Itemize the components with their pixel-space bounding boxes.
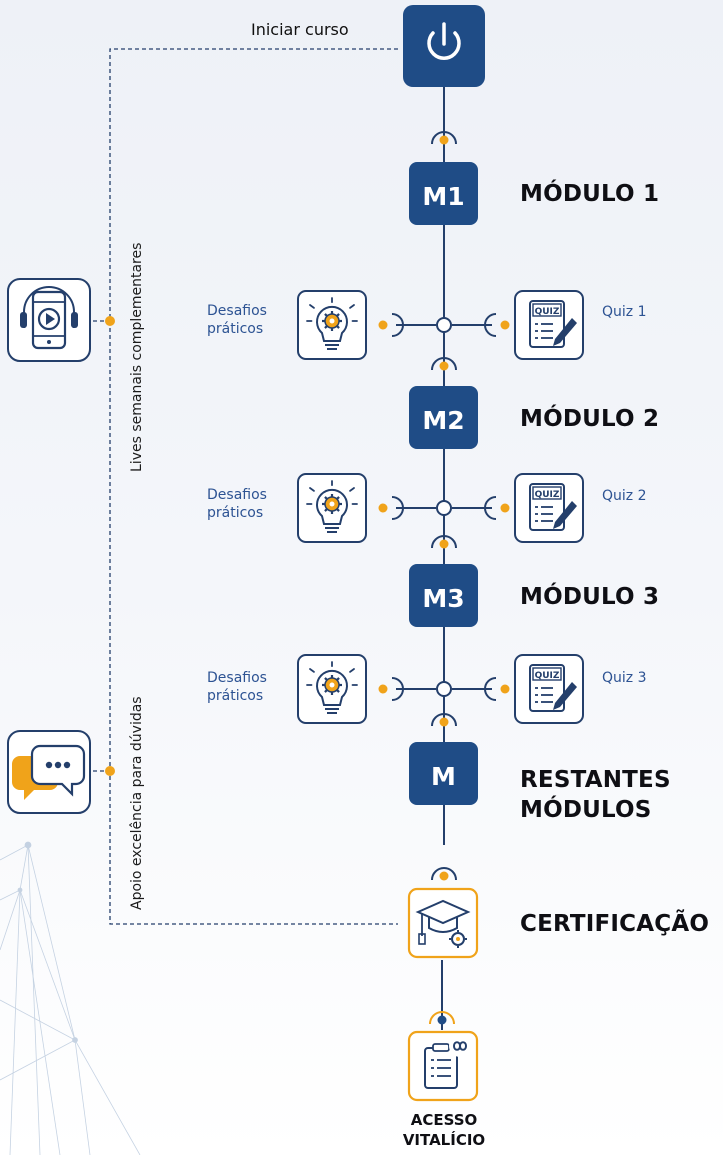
module-1-title: MÓDULO 1 bbox=[520, 181, 660, 207]
quiz-clipboard-icon: QUIZ bbox=[514, 290, 584, 360]
support-track-dashed bbox=[109, 48, 398, 925]
module-badge-4: M bbox=[409, 742, 478, 805]
challenge-label-1-line2: práticos bbox=[207, 321, 264, 337]
quiz-label-3: Quiz 3 bbox=[602, 670, 647, 686]
module-badge-3-text: M3 bbox=[422, 584, 464, 613]
chat-support-icon bbox=[7, 730, 91, 814]
quiz-label-2: Quiz 2 bbox=[602, 488, 647, 504]
challenge-label-1: Desafios práticos bbox=[207, 302, 267, 338]
socket-m2 bbox=[431, 357, 457, 371]
challenge-socket-dot bbox=[378, 320, 388, 330]
module-badge-1: M1 bbox=[409, 162, 478, 225]
row-center-node bbox=[436, 681, 452, 697]
challenge-socket bbox=[391, 496, 404, 520]
quiz-icon-text: QUIZ bbox=[535, 671, 560, 681]
challenge-label-3-line2: práticos bbox=[207, 688, 264, 704]
challenge-socket-dot bbox=[378, 684, 388, 694]
lives-vertical-label: Lives semanais complementares bbox=[129, 242, 145, 472]
module-badge-4-text: M bbox=[431, 762, 456, 791]
challenge-socket bbox=[391, 677, 404, 701]
module-badge-1-text: M1 bbox=[422, 182, 464, 211]
socket-lifetime bbox=[429, 1011, 455, 1025]
challenge-label-2: Desafios práticos bbox=[207, 486, 267, 522]
socket-start-m1 bbox=[431, 131, 457, 145]
quiz-socket bbox=[484, 677, 497, 701]
remaining-modules-title-line2: MÓDULOS bbox=[520, 797, 652, 823]
quiz-socket-dot bbox=[500, 684, 510, 694]
quiz-socket-dot bbox=[500, 503, 510, 513]
certification-title: CERTIFICAÇÃO bbox=[520, 911, 710, 937]
lifetime-access-icon bbox=[407, 1030, 479, 1102]
challenge-label-3: Desafios práticos bbox=[207, 669, 267, 705]
lives-node-dot bbox=[105, 316, 115, 326]
socket-m3 bbox=[431, 535, 457, 549]
lightbulb-gear-icon bbox=[297, 473, 367, 543]
challenge-socket bbox=[391, 313, 404, 337]
lifetime-access-line2: VITALÍCIO bbox=[402, 1131, 486, 1149]
quiz-clipboard-icon: QUIZ bbox=[514, 473, 584, 543]
remaining-modules-title: RESTANTES MÓDULOS bbox=[520, 765, 671, 825]
row-center-node bbox=[436, 317, 452, 333]
start-label: Iniciar curso bbox=[251, 20, 349, 39]
module-badge-3: M3 bbox=[409, 564, 478, 627]
quiz-label-1: Quiz 1 bbox=[602, 304, 647, 320]
socket-m4 bbox=[431, 713, 457, 727]
decorative-network bbox=[0, 841, 141, 1155]
quiz-clipboard-icon: QUIZ bbox=[514, 654, 584, 724]
lightbulb-gear-icon bbox=[297, 290, 367, 360]
quiz-icon-text: QUIZ bbox=[535, 307, 560, 317]
remaining-modules-title-line1: RESTANTES bbox=[520, 767, 671, 793]
lifetime-access-label: ACESSO VITALÍCIO bbox=[389, 1110, 499, 1150]
power-icon bbox=[427, 22, 461, 60]
support-node-dot bbox=[105, 766, 115, 776]
activity-row-2: QUIZ bbox=[297, 473, 584, 543]
module-2-title: MÓDULO 2 bbox=[520, 406, 660, 432]
quiz-socket bbox=[484, 496, 497, 520]
lightbulb-gear-icon bbox=[297, 654, 367, 724]
challenge-label-3-line1: Desafios bbox=[207, 670, 267, 686]
certification-icon bbox=[407, 887, 479, 959]
challenge-label-1-line1: Desafios bbox=[207, 303, 267, 319]
module-badge-2-text: M2 bbox=[422, 406, 464, 435]
challenge-label-2-line1: Desafios bbox=[207, 487, 267, 503]
module-3-title: MÓDULO 3 bbox=[520, 584, 660, 610]
socket-cert bbox=[431, 867, 457, 881]
quiz-socket-dot bbox=[500, 320, 510, 330]
quiz-icon-text: QUIZ bbox=[535, 490, 560, 500]
lifetime-access-line1: ACESSO bbox=[410, 1111, 478, 1129]
module-badge-2: M2 bbox=[409, 386, 478, 449]
challenge-label-2-line2: práticos bbox=[207, 505, 264, 521]
row-center-node bbox=[436, 500, 452, 516]
live-video-icon bbox=[7, 278, 91, 362]
activity-row-1: QUIZ bbox=[297, 290, 584, 360]
start-power-button bbox=[403, 5, 485, 87]
challenge-socket-dot bbox=[378, 503, 388, 513]
quiz-socket bbox=[484, 313, 497, 337]
activity-row-3: QUIZ bbox=[297, 654, 584, 724]
support-vertical-label: Apoio excelência para dúvidas bbox=[129, 696, 145, 910]
